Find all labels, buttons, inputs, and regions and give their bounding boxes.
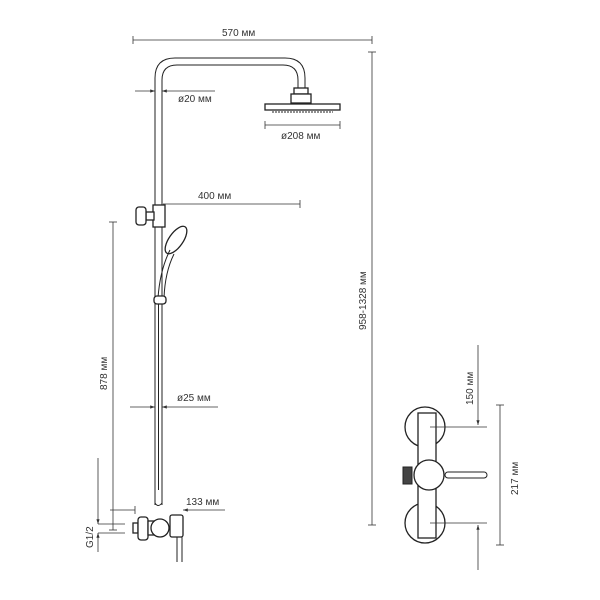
label-mixer-width: 217 мм	[510, 462, 521, 495]
label-eccentric-spacing: 150 мм	[465, 372, 476, 405]
label-arm-projection: 400 мм	[198, 191, 231, 202]
label-mixer-offset: 133 мм	[186, 497, 219, 508]
label-arm-length: 570 мм	[222, 28, 255, 39]
dim-head-diameter: ø208 мм	[264, 121, 341, 142]
bath-mixer-front	[402, 406, 488, 544]
dim-pipe-diameter-top: ø20 мм	[135, 89, 215, 105]
hand-shower	[153, 225, 188, 305]
diverter-valve	[135, 204, 166, 228]
label-pipe-diameter-bottom: ø25 мм	[177, 393, 211, 404]
dim-thread: G1/2	[85, 458, 125, 552]
overhead-shower-head	[264, 87, 341, 113]
dim-overall-height: 958-1328 мм	[358, 51, 376, 526]
dim-slide-bar-height: 878 мм	[99, 221, 117, 531]
label-slide-bar-height: 878 мм	[99, 357, 110, 390]
dim-mixer-offset: 133 мм	[110, 497, 225, 514]
shower-riser-pipe	[154, 57, 306, 505]
dim-mixer-width: 217 мм	[496, 404, 521, 546]
label-thread: G1/2	[85, 526, 96, 548]
dim-arm-projection: 400 мм	[163, 191, 301, 208]
bath-mixer-side	[132, 490, 184, 562]
dim-pipe-diameter-bottom: ø25 мм	[130, 393, 218, 409]
label-pipe-diameter-top: ø20 мм	[178, 94, 212, 105]
label-overall-height: 958-1328 мм	[358, 271, 369, 330]
label-head-diameter: ø208 мм	[281, 131, 320, 142]
dim-arm-length: 570 мм	[132, 28, 373, 44]
dim-eccentric-spacing: 150 мм	[430, 345, 487, 570]
